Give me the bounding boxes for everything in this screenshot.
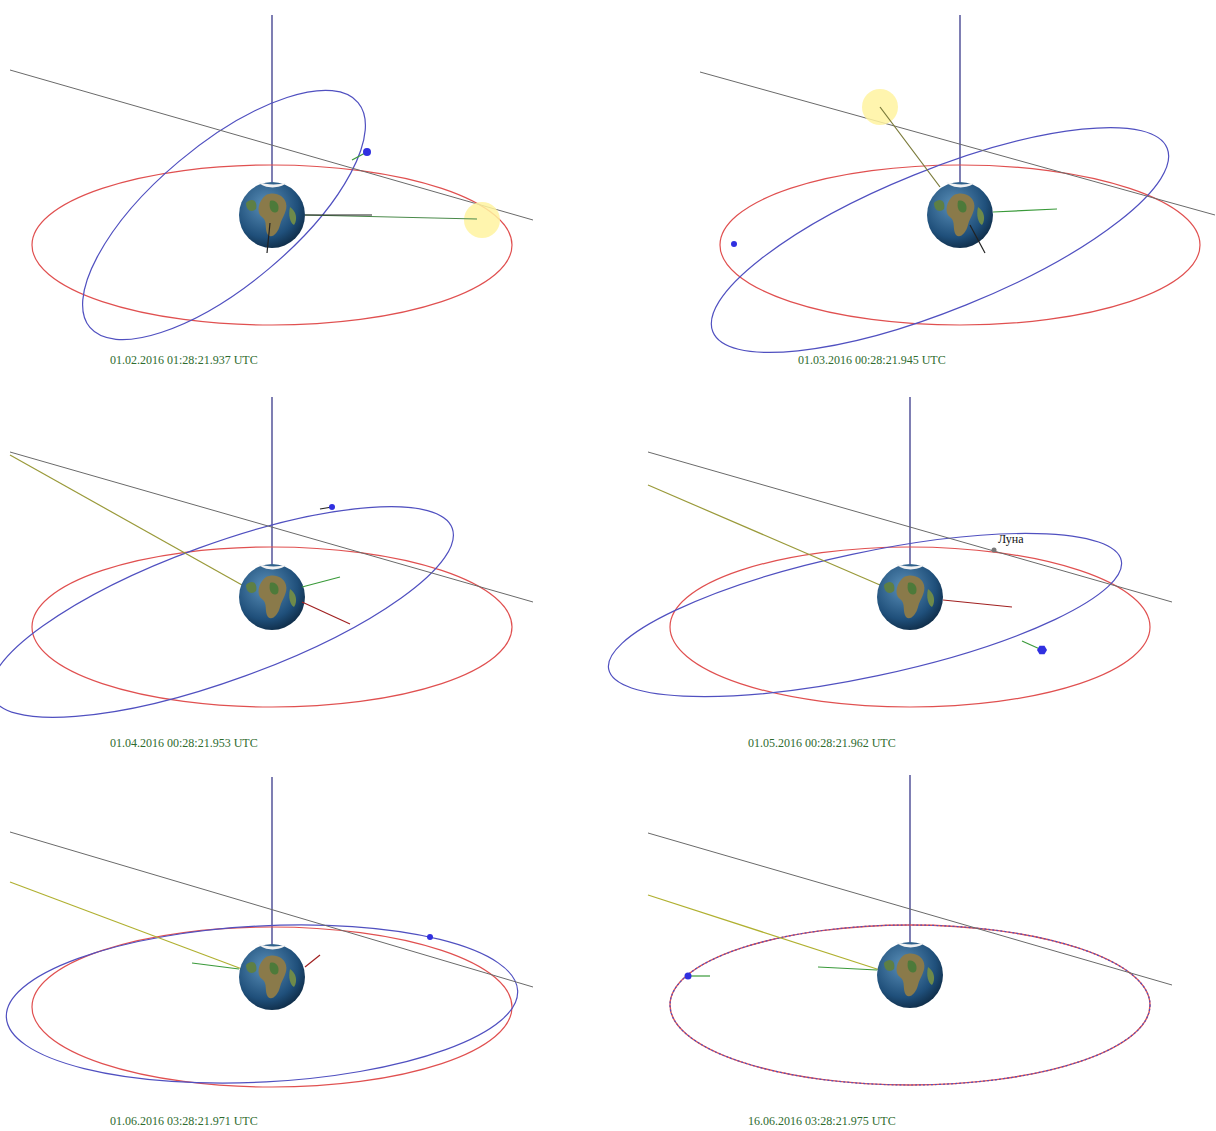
axis-line (271, 15, 272, 182)
axis-x (818, 967, 877, 970)
axis-line (909, 397, 910, 564)
axis-y (302, 602, 350, 624)
panel-4 (596, 397, 1172, 730)
moon-label: Луна (998, 532, 1024, 546)
axis-y (267, 223, 270, 253)
earth (927, 182, 993, 248)
sun-direction (305, 215, 477, 219)
ecliptic-orbit (720, 165, 1200, 325)
satellite-orbit (2, 913, 521, 1096)
satellite (685, 973, 692, 980)
ecliptic-orbit (32, 927, 512, 1087)
sun-direction (10, 455, 242, 585)
satellite (363, 148, 371, 156)
panel-6 (648, 775, 1172, 1085)
ecliptic-orbit (670, 547, 1150, 707)
earth (239, 182, 305, 248)
timestamp: 01.02.2016 01:28:21.937 UTC (110, 353, 258, 367)
earth (239, 564, 305, 630)
panel-3 (0, 397, 533, 760)
sun-direction (10, 882, 242, 969)
satellite-orbit (0, 464, 475, 759)
axis-line (271, 777, 272, 944)
earth (877, 942, 943, 1008)
satellite (1037, 646, 1047, 655)
satellite-orbit (45, 49, 403, 381)
panel-1 (10, 15, 533, 381)
ecliptic-orbit (670, 925, 1150, 1085)
timestamp: 01.04.2016 00:28:21.953 UTC (110, 736, 258, 750)
satellite-orbit (670, 925, 1150, 1085)
earth (877, 564, 943, 630)
axis-line (271, 397, 272, 564)
satellite-orbit (596, 500, 1134, 730)
axis-x (305, 214, 372, 215)
timestamp: 01.05.2016 00:28:21.962 UTC (748, 736, 896, 750)
axis-x (993, 209, 1057, 212)
timestamp: 01.03.2016 00:28:21.945 UTC (798, 353, 946, 367)
sun-direction (648, 485, 880, 585)
axis-line (959, 15, 960, 182)
timestamp: 16.06.2016 03:28:21.975 UTC (748, 1114, 896, 1128)
moon (992, 548, 997, 553)
axis-x (192, 963, 239, 969)
satellite (427, 934, 433, 940)
panel-5 (2, 777, 533, 1095)
panel-2 (687, 15, 1215, 397)
sun (464, 202, 500, 238)
satellite (329, 504, 335, 510)
axis-line (909, 775, 910, 942)
satellite-orbit (687, 83, 1194, 396)
sun-direction (880, 107, 940, 187)
earth (239, 944, 305, 1010)
satellite (731, 241, 737, 247)
axis-x (302, 577, 340, 587)
sun-direction (648, 895, 880, 970)
axis-y (943, 600, 1012, 607)
ecliptic-orbit (32, 547, 512, 707)
axis-y (970, 225, 985, 253)
axis-y (305, 955, 320, 967)
timestamp: 01.06.2016 03:28:21.971 UTC (110, 1114, 258, 1128)
